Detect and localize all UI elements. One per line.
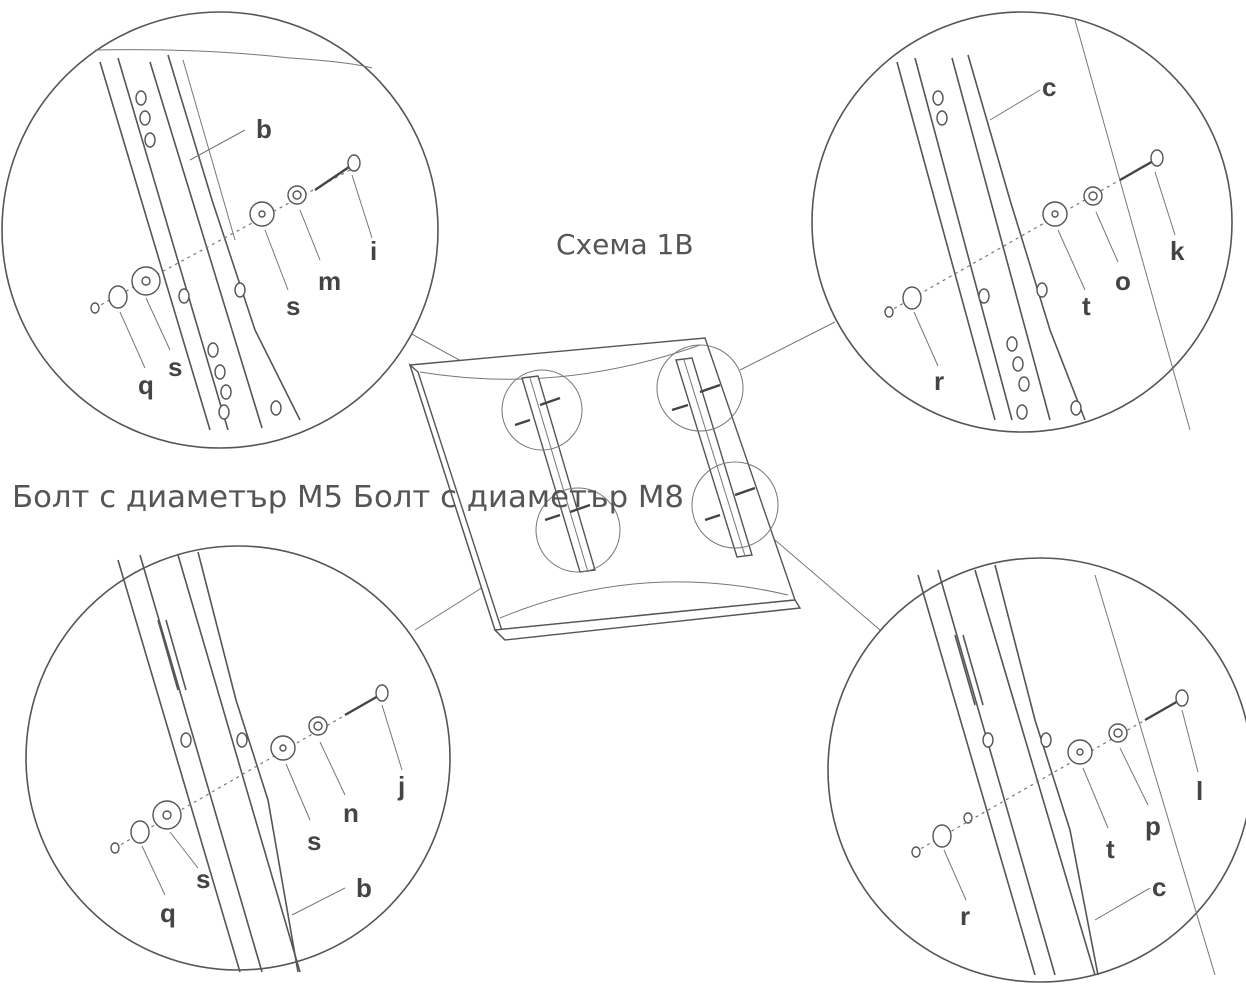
washer-s-back-bottom: [152, 800, 182, 830]
washer-s-back: [131, 266, 161, 296]
detail-bottom-left: j n s s q b: [25, 545, 451, 973]
label-nut-n: n: [343, 798, 359, 828]
washer-t-bottom: [1067, 739, 1093, 765]
label-washer-s-back: s: [168, 352, 182, 382]
label-washer-s-back-bottom: s: [196, 864, 210, 894]
bolt-i: [314, 154, 361, 191]
spacer-r: [884, 286, 922, 318]
nut-n: [308, 716, 328, 736]
center-screws: [514, 383, 756, 522]
label-rail-b-bottom: b: [356, 873, 372, 903]
label-bolt-i: i: [370, 236, 377, 266]
label-bolt-l: l: [1196, 776, 1203, 806]
spacer-q: [90, 285, 128, 314]
bolt-l: [1144, 689, 1189, 722]
nut-m: [287, 185, 307, 205]
label-washer-t-bottom: t: [1106, 834, 1115, 864]
rail-holes-top-left: [135, 90, 282, 420]
rail-holes-bottom-left: [180, 732, 248, 748]
label-rail-c-bottom: c: [1152, 872, 1166, 902]
center-rail-right: [675, 357, 753, 558]
label-rail-c: c: [1042, 72, 1056, 102]
diagram-caption: Схема 1B: [556, 228, 694, 261]
label-washer-s-front-bottom: s: [307, 826, 321, 856]
spacer-r-bottom: [911, 824, 952, 858]
label-nut-o: o: [1115, 266, 1131, 296]
washer-t: [1042, 201, 1068, 227]
label-nut-m: m: [318, 266, 341, 296]
spacer-q-bottom: [110, 820, 150, 854]
detail-top-left: b i m s s q: [1, 11, 439, 449]
detail-bottom-right: l p t r c: [827, 557, 1246, 983]
label-nut-p: p: [1145, 811, 1161, 841]
label-spacer-r: r: [934, 366, 944, 396]
bolt-j: [344, 684, 389, 717]
bolt-caption: Болт с диаметър М5 Болт с диаметър М8: [12, 480, 684, 515]
washer-s-front-bottom: [270, 735, 296, 761]
tv-back-panel: [408, 337, 802, 641]
center-rail-left: [521, 375, 596, 573]
label-spacer-q-bottom: q: [160, 898, 176, 928]
label-rail-b: b: [256, 114, 272, 144]
nut-o: [1083, 186, 1103, 206]
rail-holes-bottom-right: [963, 732, 1052, 824]
detail-top-right: c k o t r: [811, 11, 1233, 433]
nut-p: [1108, 723, 1128, 743]
label-washer-t: t: [1082, 291, 1091, 321]
label-spacer-r-bottom: r: [960, 901, 970, 931]
label-spacer-q: q: [138, 370, 154, 400]
label-washer-s-front: s: [286, 291, 300, 321]
rail-holes-top-right: [932, 90, 1082, 420]
label-bolt-j: j: [397, 771, 405, 801]
bolt-k: [1119, 149, 1164, 182]
washer-s-front: [249, 201, 275, 227]
label-bolt-k: k: [1170, 236, 1185, 266]
